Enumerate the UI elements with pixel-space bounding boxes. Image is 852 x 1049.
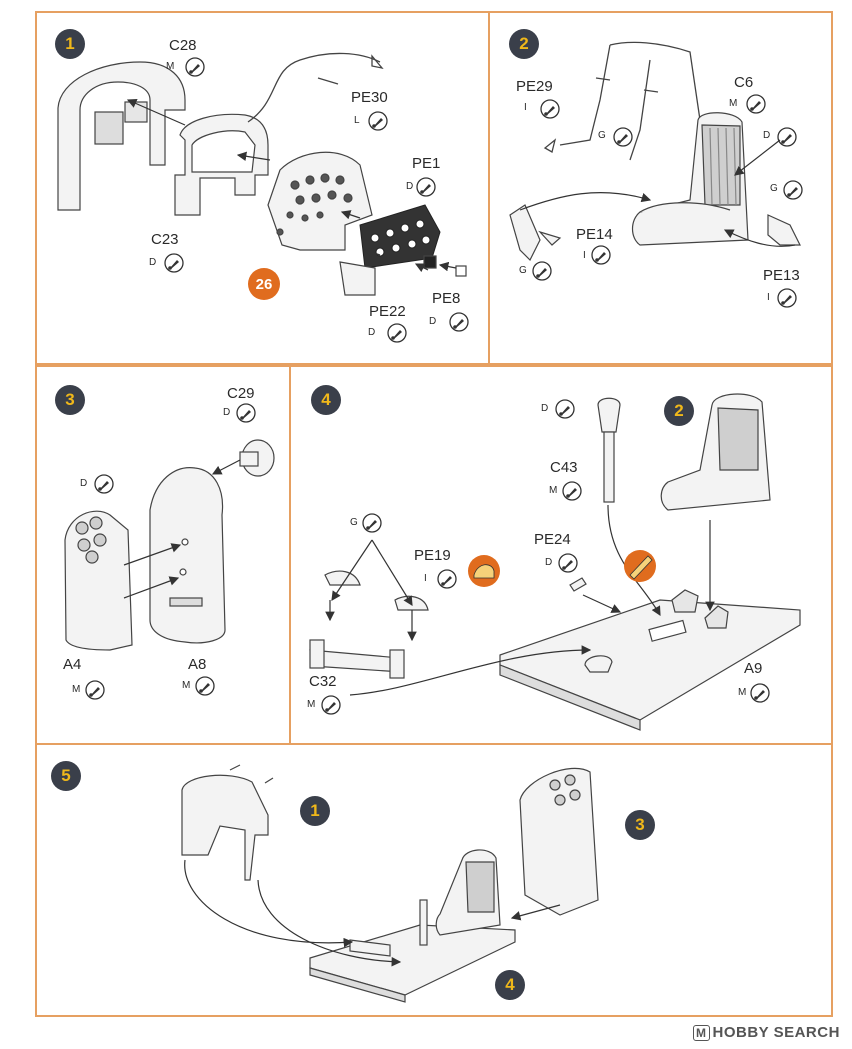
- step1-panel-pe1: [359, 204, 441, 269]
- label-pe1: PE1: [412, 155, 441, 172]
- step3-armor-a8: [149, 467, 226, 644]
- code-g-right: G: [770, 183, 778, 194]
- label-pe22: PE22: [369, 303, 406, 320]
- step4-stick-c43: [597, 397, 621, 503]
- label-a8: A8: [188, 656, 207, 673]
- step-4-ref-step-2-badge: 2: [664, 396, 694, 426]
- code-g-harness: G: [598, 130, 606, 141]
- label-c43: C43: [550, 459, 578, 476]
- panel-step-1: [35, 11, 490, 365]
- code-pe8: D: [429, 316, 437, 327]
- code-d-seat: D: [763, 130, 771, 141]
- step-5-ref-1-badge: 1: [300, 796, 330, 826]
- step3-arrows: [123, 459, 241, 599]
- step4-pedestal: [584, 655, 613, 673]
- code-c29: D: [223, 407, 231, 418]
- step1-arrows: [126, 98, 457, 273]
- code-d-stick: D: [541, 403, 549, 414]
- code-g-pedals: G: [350, 517, 358, 528]
- step2-seat-c6: [631, 112, 749, 246]
- code-a8: M: [182, 680, 191, 691]
- label-c28: C28: [169, 37, 197, 54]
- code-a9: M: [738, 687, 747, 698]
- code-c28: M: [166, 61, 175, 72]
- step5-arrows: [184, 859, 561, 967]
- step1-bulkhead-c28: [57, 61, 186, 211]
- label-pe14: PE14: [576, 226, 613, 243]
- step-5-ref-3-badge: 3: [625, 810, 655, 840]
- code-a4: M: [72, 684, 81, 695]
- step3-part-c29: [239, 439, 275, 477]
- code-pe19: I: [424, 573, 427, 584]
- step1-pe30-cable: [247, 52, 384, 123]
- label-c23: C23: [151, 231, 179, 248]
- step1-frame-c23: [174, 113, 269, 216]
- label-pe24: PE24: [534, 531, 571, 548]
- step2-arrows: [519, 139, 796, 247]
- panel-step-5: [35, 743, 833, 1017]
- step4-pedals-c32: [309, 570, 429, 679]
- code-pe13: I: [767, 292, 770, 303]
- label-c32: C32: [309, 673, 337, 690]
- label-c6: C6: [734, 74, 754, 91]
- label-pe13: PE13: [763, 267, 800, 284]
- code-pe1: D: [406, 181, 414, 192]
- code-pe14: I: [583, 250, 586, 261]
- code-pe24: D: [545, 557, 553, 568]
- label-pe29: PE29: [516, 78, 553, 95]
- step3-headrest-a4: [64, 510, 133, 651]
- step1-side-panel: [339, 255, 467, 296]
- step5-floor-assembly: [309, 849, 516, 1003]
- watermark-badge: M: [693, 1025, 710, 1041]
- step-2-badge: 2: [509, 29, 539, 59]
- label-c29: C29: [227, 385, 255, 402]
- label-pe30: PE30: [351, 89, 388, 106]
- step-3-badge: 3: [55, 385, 85, 415]
- step4-floor-a9: [499, 589, 801, 731]
- panel-step-2: [488, 11, 833, 365]
- label-pe19: PE19: [414, 547, 451, 564]
- code-d-step3: D: [80, 478, 88, 489]
- step4-seat-ref: [660, 393, 771, 511]
- tool-icons: [468, 550, 656, 587]
- label-a4: A4: [63, 656, 82, 673]
- code-c43: M: [549, 485, 558, 496]
- code-g-left: G: [519, 265, 527, 276]
- step-5-ref-4-badge: 4: [495, 970, 525, 1000]
- step2-harness-straps: [543, 41, 701, 161]
- step-4-badge: 4: [311, 385, 341, 415]
- label-a9: A9: [744, 660, 763, 677]
- code-pe29: I: [524, 102, 527, 113]
- ref-page-26-badge: 26: [248, 268, 280, 300]
- step5-headrest: [519, 767, 599, 916]
- step2-side-brackets: [509, 204, 801, 262]
- step-1-badge: 1: [55, 29, 85, 59]
- code-c23: D: [149, 257, 157, 268]
- panel-frames: [35, 11, 833, 1017]
- code-c6: M: [729, 98, 738, 109]
- step5-bulkhead: [181, 764, 274, 881]
- label-pe8: PE8: [432, 290, 461, 307]
- step1-instrument-panel: [267, 151, 373, 251]
- step-5-badge: 5: [51, 761, 81, 791]
- code-c32: M: [307, 699, 316, 710]
- code-pe22: D: [368, 327, 376, 338]
- step4-small-parts: [569, 577, 587, 592]
- watermark-text: HOBBY SEARCH: [712, 1024, 840, 1041]
- code-pe30: L: [354, 115, 360, 126]
